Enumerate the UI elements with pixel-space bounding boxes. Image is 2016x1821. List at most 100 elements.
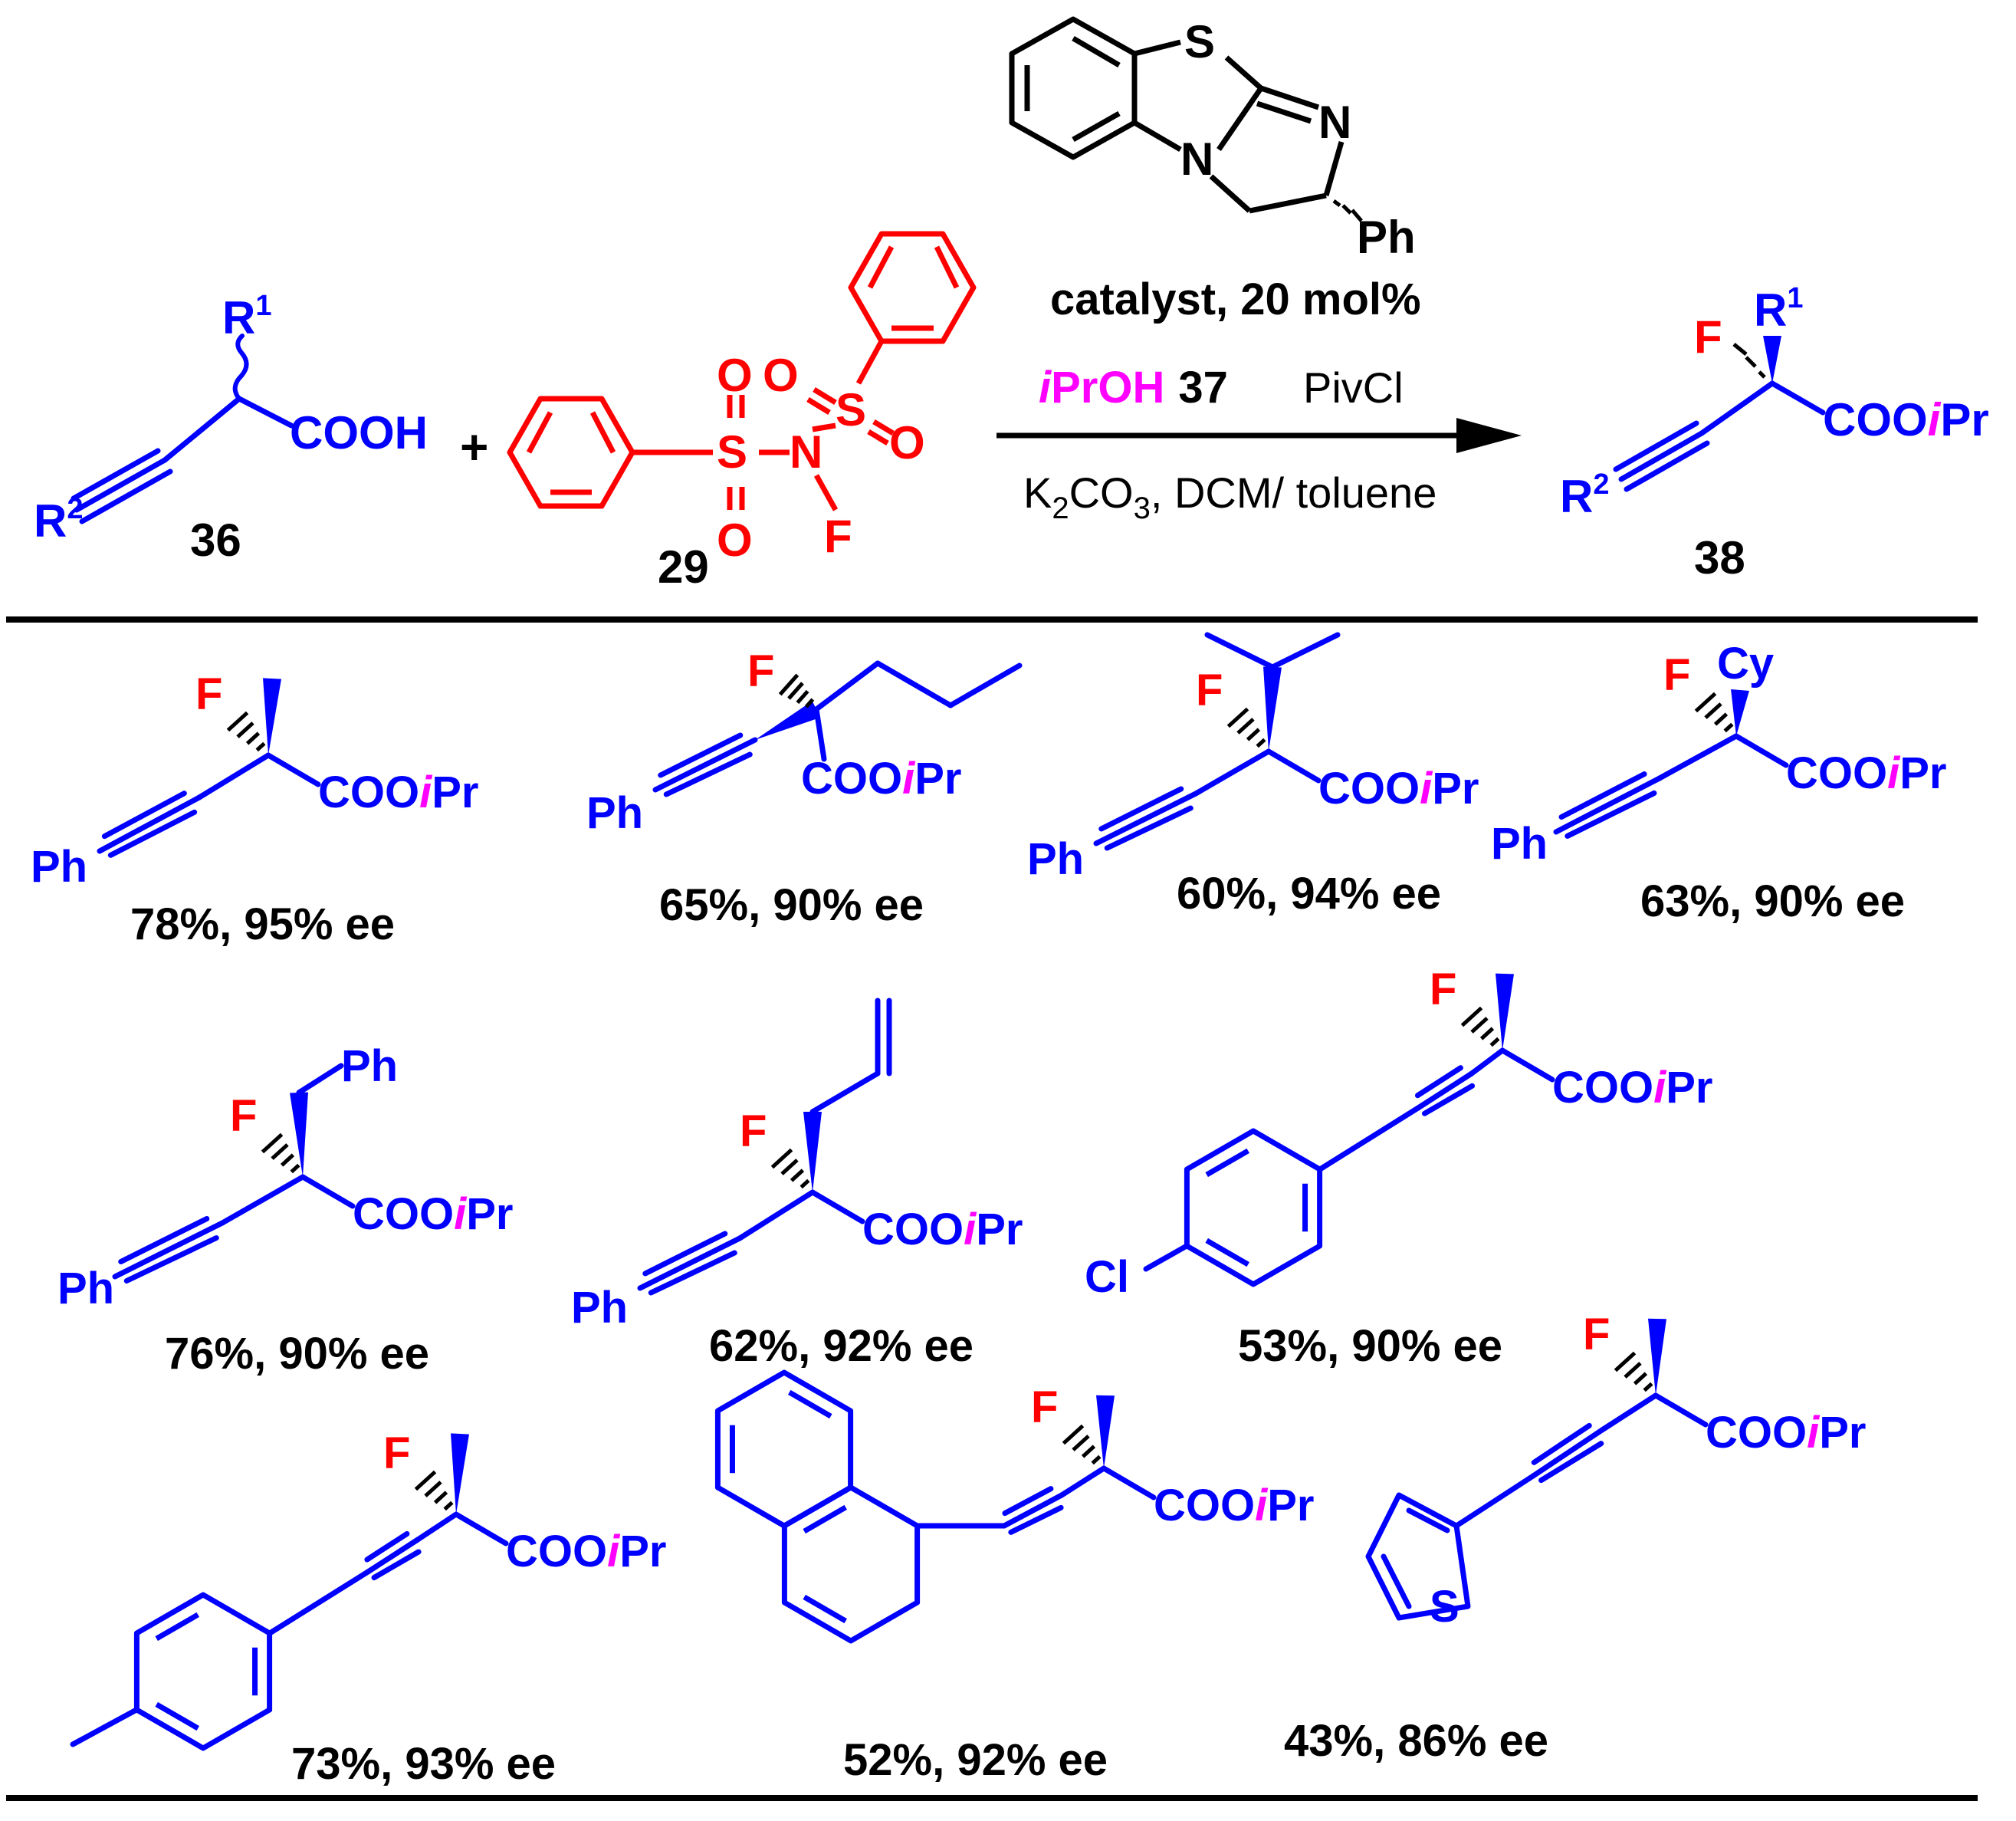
- oxygen-4: O: [889, 417, 925, 468]
- bond: [813, 660, 881, 712]
- hash-bond: [770, 1148, 793, 1169]
- hash-bond: [1624, 1362, 1642, 1379]
- naphthyl-ring-a: [781, 1484, 921, 1644]
- product-r2: R2: [1560, 468, 1609, 522]
- yield-ee-label: 60%, 94% ee: [1177, 869, 1441, 919]
- hash-bond: [226, 711, 249, 732]
- yield-ee-label: 62%, 92% ee: [709, 1321, 974, 1371]
- bond: [1656, 733, 1739, 781]
- bond: [1381, 1553, 1412, 1609]
- hash-bond: [780, 1159, 799, 1175]
- yield-ee-label: 53%, 90% ee: [1238, 1321, 1502, 1371]
- hash-bond: [290, 1163, 300, 1174]
- product-ester: COOiPr: [1823, 394, 1989, 445]
- ester-label: COOiPr: [801, 754, 962, 804]
- phenyl-label: Ph: [571, 1283, 628, 1333]
- hash-bond: [790, 1169, 805, 1182]
- alkyne-bond: [1414, 1065, 1463, 1099]
- bond: [1143, 1243, 1190, 1272]
- hash-bond: [245, 731, 261, 745]
- ester-i: i: [1887, 748, 1901, 798]
- alkyne-bond: [663, 751, 753, 797]
- bond: [1204, 632, 1276, 670]
- catalyst-hash-bond: [1332, 199, 1363, 222]
- ester-coo: COO: [862, 1205, 964, 1254]
- fluorine-label: F: [195, 669, 222, 719]
- naphthyl-ring-a-double-bond: [803, 1504, 847, 1534]
- bond: [1733, 733, 1789, 768]
- hash-bond: [1614, 1351, 1637, 1372]
- alkyne-bond: [1538, 1441, 1604, 1484]
- wedge-bond: [1648, 1318, 1666, 1395]
- bond: [1059, 1465, 1107, 1498]
- ester-coo: COO: [801, 754, 902, 804]
- bond: [1101, 1465, 1157, 1501]
- ester-i: i: [454, 1189, 468, 1239]
- hash-bond: [1633, 1372, 1648, 1385]
- ester-label: COOiPr: [1552, 1063, 1713, 1113]
- hash-bond: [236, 721, 254, 738]
- phenyl-label: Ph: [31, 842, 87, 892]
- ester-coo: COO: [506, 1527, 607, 1576]
- wedge-bond: [263, 678, 281, 755]
- ester-coo: COO: [353, 1189, 454, 1239]
- catalyst-atoms: S N N Ph: [1180, 16, 1416, 263]
- hash-bond: [433, 1491, 448, 1504]
- hash-bond: [1236, 718, 1255, 735]
- fluorine: F: [824, 511, 852, 562]
- ester-pr: Pr: [1899, 748, 1946, 798]
- wedge-bond: [1096, 1395, 1115, 1468]
- ester-label: COOiPr: [1318, 764, 1479, 814]
- hash-bond: [778, 673, 800, 696]
- alkyne-bond: [637, 1235, 743, 1291]
- oxygen-2: O: [717, 514, 753, 566]
- catalyst-structure: [1009, 16, 1345, 214]
- ester-i: i: [902, 754, 916, 804]
- ester-label: COOiPr: [1706, 1408, 1867, 1458]
- bond: [1406, 1507, 1450, 1533]
- fluorine-label: F: [1430, 965, 1456, 1014]
- cyclohexyl-label: Cy: [1717, 639, 1774, 689]
- tolyl-ring-double-bond: [155, 1612, 199, 1642]
- alkyne-bond: [1001, 1492, 1065, 1529]
- naphthyl-ring-b-double-bond: [788, 1389, 832, 1419]
- ester-i: i: [419, 768, 433, 817]
- phenyl-label: Ph: [1027, 834, 1084, 884]
- catalyst-nitrogen-1: N: [1318, 97, 1351, 148]
- bond: [196, 752, 271, 800]
- alkyne-bond: [648, 1250, 737, 1296]
- yield-ee-label: 73%, 93% ee: [291, 1739, 556, 1789]
- cooh-label: COOH: [290, 407, 428, 459]
- ester-i: i: [1255, 1481, 1269, 1530]
- alkyne-bond: [1104, 805, 1194, 851]
- hash-bond: [1489, 1037, 1500, 1047]
- product-wedge-bond: [1763, 336, 1781, 383]
- alkyne-bond: [658, 732, 744, 778]
- alkyne-bond: [371, 1549, 422, 1581]
- ester-pr: Pr: [914, 754, 961, 804]
- benzyl-phenyl-label: Ph: [341, 1041, 398, 1091]
- ester-label: COOiPr: [1154, 1481, 1315, 1530]
- alkyne-bond: [1098, 786, 1184, 832]
- ester-label: COOiPr: [506, 1527, 667, 1576]
- activator-label: PivCl: [1303, 363, 1404, 412]
- catalyst-phenyl: Ph: [1357, 212, 1416, 263]
- bond: [813, 706, 827, 762]
- alkyne-bond: [365, 1537, 421, 1575]
- ester-coo: COO: [318, 768, 419, 817]
- alkyne-bond: [101, 791, 187, 840]
- hash-bond: [424, 1481, 442, 1497]
- ester-pr: Pr: [1267, 1481, 1314, 1530]
- alkyne-bond: [1565, 790, 1657, 839]
- product-38: [1613, 380, 1826, 492]
